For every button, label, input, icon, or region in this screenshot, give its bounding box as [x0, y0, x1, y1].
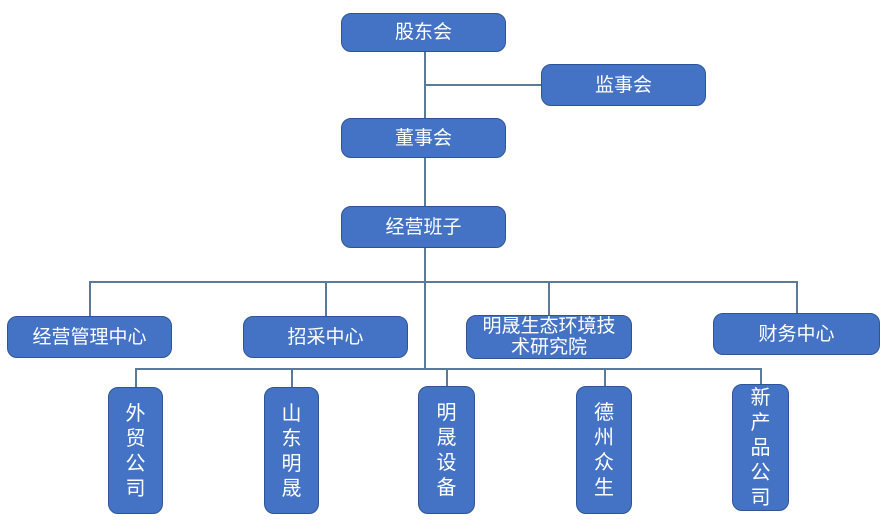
node-new-products-company: 新 产 品 公 司 [732, 384, 789, 511]
connector-drop-research [548, 281, 550, 315]
connector-drop-procurement [325, 281, 327, 316]
node-finance-center: 财务中心 [713, 313, 880, 355]
node-management-team: 经营班子 [341, 206, 506, 248]
connector-drop-mingsheng-equipment [446, 368, 448, 386]
connector-management-trunk [424, 248, 426, 368]
node-shareholders-meeting: 股东会 [341, 13, 506, 52]
connector-drop-dezhou-zhongsheng [604, 368, 606, 386]
node-mingsheng-equipment: 明 晟 设 备 [418, 386, 475, 514]
node-dezhou-zhongsheng: 德 州 众 生 [576, 386, 632, 514]
node-supervisory-board: 监事会 [541, 64, 706, 106]
node-operations-management-center: 经营管理中心 [7, 316, 172, 358]
connector-drop-finance [796, 281, 798, 313]
connector-drop-foreign-trade [135, 368, 137, 387]
node-eco-environment-research-institute: 明晟生态环境技 术研究院 [466, 315, 632, 359]
connector-drop-shandong-mingsheng [291, 368, 293, 387]
node-board-of-directors: 董事会 [341, 118, 506, 158]
node-shandong-mingsheng: 山 东 明 晟 [264, 387, 319, 514]
connector-drop-new-products [760, 368, 762, 384]
node-foreign-trade-company: 外 贸 公 司 [108, 387, 163, 514]
connector-drop-ops [89, 281, 91, 316]
connector-board-management [424, 158, 426, 206]
connector-shareholders-supervisory [424, 84, 541, 86]
connector-branch-centers [89, 281, 797, 283]
node-procurement-center: 招采中心 [243, 316, 408, 358]
connector-branch-subsidiaries [135, 368, 761, 370]
